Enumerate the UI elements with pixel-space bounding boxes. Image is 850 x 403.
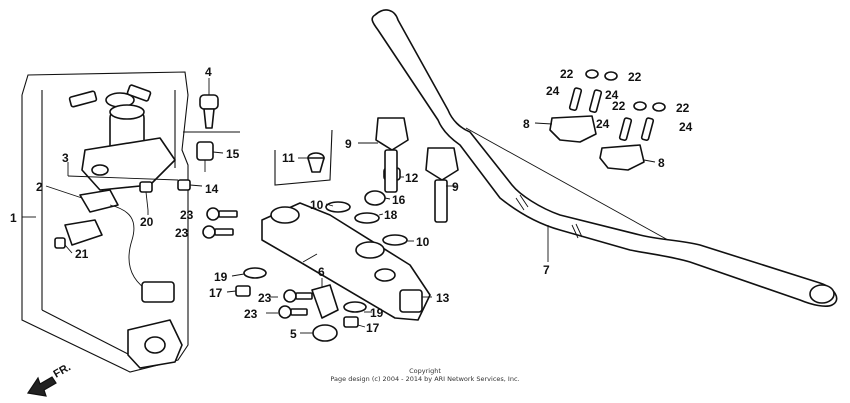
ignition-cover <box>127 319 183 369</box>
bolt-23b-icon <box>202 225 234 239</box>
callout-22c: 22 <box>612 99 626 113</box>
callout-13: 13 <box>436 291 450 305</box>
callout-19a: 19 <box>214 270 228 284</box>
callout-8b: 8 <box>658 156 665 170</box>
callout-15: 15 <box>226 147 240 161</box>
cap-22d-icon <box>652 102 666 112</box>
screw-20-icon <box>139 181 153 211</box>
callout-24a: 24 <box>546 84 560 98</box>
callout-16: 16 <box>392 193 406 207</box>
bolt-24d-icon <box>640 117 655 142</box>
footer-page-design: Page design (c) 2004 - 2014 by ARI Netwo… <box>330 375 520 383</box>
callout-22a: 22 <box>560 67 574 81</box>
nut-16-icon <box>364 190 386 206</box>
handlebar-7 <box>371 9 838 307</box>
bolt-23d-icon <box>278 305 308 319</box>
nut-17a-icon <box>235 285 251 297</box>
callout-24c: 24 <box>596 117 610 131</box>
washer-19a-icon <box>243 267 267 279</box>
callout-4: 4 <box>205 65 212 79</box>
washer-19b-icon <box>343 301 367 313</box>
bolt-24a-icon <box>568 87 583 112</box>
callout-20: 20 <box>140 215 154 229</box>
callout-24b: 24 <box>605 88 619 102</box>
bolt-24c-icon <box>618 117 633 142</box>
callout-6: 6 <box>318 265 325 279</box>
ignition-switch-group <box>21 71 189 373</box>
holder-9b-icon <box>425 147 459 223</box>
callout-22d: 22 <box>676 101 690 115</box>
washer-18-icon <box>354 212 380 224</box>
callout-5: 5 <box>290 327 297 341</box>
bolt-23c-icon <box>283 289 313 303</box>
callout-10b: 10 <box>416 235 430 249</box>
ignition-frame-outline <box>21 71 189 373</box>
callout-23a: 23 <box>180 208 194 222</box>
callout-9a: 9 <box>345 137 352 151</box>
callout-22b: 22 <box>628 70 642 84</box>
callout-2: 2 <box>36 180 43 194</box>
callout-12: 12 <box>405 171 419 185</box>
callout-21: 21 <box>75 247 89 261</box>
upper-holder-8a-icon <box>549 115 597 143</box>
washer-10b-icon <box>382 234 408 246</box>
holder-9a-icon <box>375 117 409 193</box>
upper-holder-8b-icon <box>599 144 645 171</box>
callout-7: 7 <box>543 263 550 277</box>
callout-18: 18 <box>384 208 398 222</box>
callout-19b: 19 <box>370 306 384 320</box>
callout-11: 11 <box>282 151 295 165</box>
ignition-connector-upper <box>79 189 175 303</box>
callout-24d: 24 <box>679 120 693 134</box>
washer-10a-icon <box>325 201 351 213</box>
callout-17b: 17 <box>366 321 380 335</box>
nut-17b-icon <box>343 316 359 328</box>
callout-23d: 23 <box>244 307 258 321</box>
ignition-holder <box>54 219 103 249</box>
callout-3: 3 <box>62 151 69 165</box>
cap-22c-icon <box>633 101 647 111</box>
ignition-keys <box>68 84 152 108</box>
callout-9b: 9 <box>452 180 459 194</box>
nut-5-icon <box>312 324 338 342</box>
footer-copyright: Copyright <box>409 367 441 375</box>
cap-11-icon <box>274 129 333 186</box>
leader-lines <box>22 78 656 334</box>
callout-23c: 23 <box>258 291 272 305</box>
switch-15-icon <box>196 141 214 172</box>
callout-1: 1 <box>10 211 17 225</box>
callout-17a: 17 <box>209 286 223 300</box>
top-bridge-13 <box>261 202 431 321</box>
callout-10a: 10 <box>310 198 324 212</box>
callout-14: 14 <box>205 182 219 196</box>
cap-22b-icon <box>604 71 618 81</box>
arrow-icon <box>26 376 57 397</box>
bolt-24b-icon <box>588 89 603 114</box>
cap-22a-icon <box>585 69 599 79</box>
bolt-23a-icon <box>206 207 238 221</box>
callout-numbers: 1 2 3 4 15 14 23 23 20 21 11 9 9 10 10 1… <box>10 65 693 341</box>
callout-23b: 23 <box>175 226 189 240</box>
callout-8a: 8 <box>523 117 530 131</box>
key-4-icon <box>199 94 219 129</box>
plate-6-icon <box>311 284 339 319</box>
screw-14-icon <box>177 179 203 191</box>
